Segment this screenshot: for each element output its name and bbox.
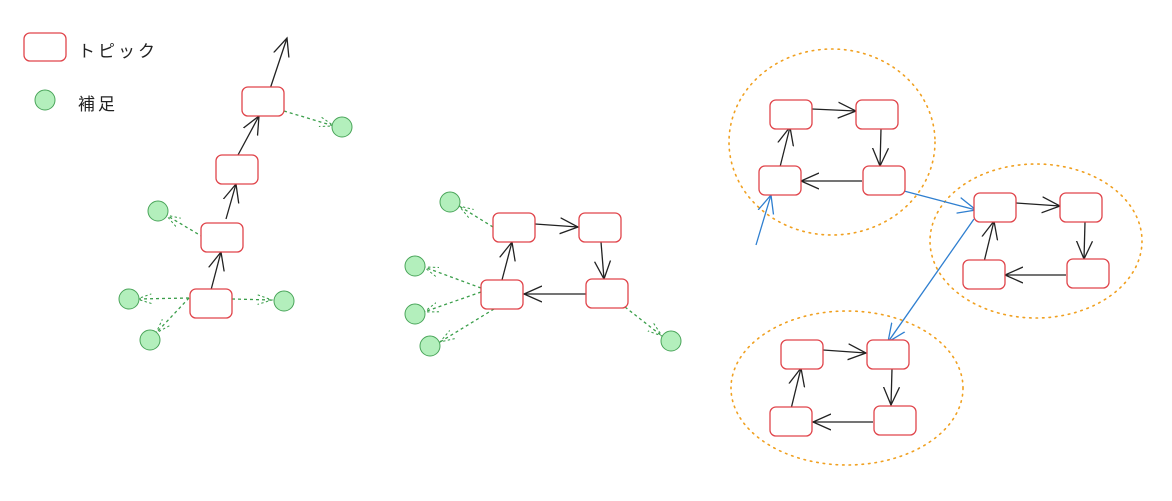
chain-arrows — [211, 38, 287, 291]
cycle-arrows-middle — [424, 206, 662, 342]
legend-topic-icon — [23, 32, 67, 62]
group-ellipse-2 — [929, 163, 1143, 319]
topic-nodes — [189, 86, 1110, 437]
cycle-arrows-right — [780, 109, 1085, 422]
note-nodes — [118, 116, 682, 357]
chain-note-links — [137, 111, 334, 333]
group-ellipse-1 — [728, 48, 936, 236]
legend-note-label: 補足 — [78, 95, 118, 115]
group-ellipse-3 — [730, 310, 964, 466]
legend-note-icon — [34, 89, 56, 111]
group-links — [755, 190, 976, 342]
legend-topic-label: トピック — [78, 42, 158, 62]
